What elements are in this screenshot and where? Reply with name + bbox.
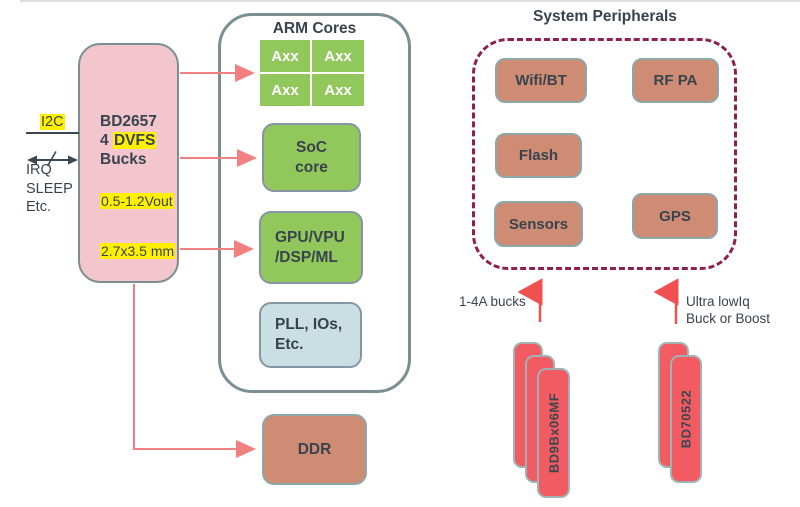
bucks-chip-front: BD9Bx06MF (537, 368, 570, 498)
flash-block: Flash (495, 133, 582, 178)
i2c-label: I2C (40, 114, 65, 130)
arm-core-cell: Axx (260, 40, 310, 72)
slide-top-border (20, 0, 800, 2)
vout-spec: 0.5-1.2Vout (100, 193, 174, 209)
ultra-lowiq-label: Ultra lowIq Buck or Boost (686, 294, 771, 326)
arm-core-cell: Axx (312, 74, 364, 106)
gpu-vpu-dsp-ml-block: GPU/VPU /DSP/ML (259, 211, 363, 284)
rf-pa-block: RF PA (632, 58, 719, 103)
dvfs-highlight: DVFS (112, 132, 157, 149)
arm-cores-title: ARM Cores (272, 20, 357, 37)
arm-core-grid: Axx Axx Axx Axx (260, 40, 364, 106)
soc-core-block: SoC core (262, 123, 361, 192)
pmic-dvfs-line: 4 DVFS (100, 132, 157, 149)
pll-ios-block: PLL, IOs, Etc. (259, 302, 362, 368)
arm-core-cell: Axx (312, 40, 364, 72)
ddr-block: DDR (262, 414, 367, 485)
arm-cores-container (218, 13, 411, 393)
pmic-bucks-line: Bucks (100, 151, 147, 168)
gps-block: GPS (632, 193, 718, 239)
pmic-title: BD2657 4 DVFS Bucks (100, 112, 157, 169)
bucks-chip-label: BD9Bx06MF (546, 392, 561, 474)
wifi-bt-block: Wifi/BT (495, 58, 587, 103)
irq-label: IRQ (26, 162, 52, 178)
etc-label: Etc. (26, 199, 51, 215)
system-peripherals-frame (472, 38, 737, 270)
arm-core-cell: Axx (260, 74, 310, 106)
system-peripherals-title: System Peripherals (533, 8, 677, 25)
ultra-chip-label: BD70522 (678, 389, 694, 449)
signal-list: IRQ SLEEP Etc. (26, 161, 73, 217)
ultra-chip-front: BD70522 (670, 355, 702, 483)
pmic-part-number: BD2657 (100, 113, 157, 130)
bucks-supply-label: 1-4A bucks (459, 294, 526, 309)
sensors-block: Sensors (494, 201, 583, 247)
package-size-spec: 2.7x3.5 mm (100, 243, 176, 259)
sleep-label: SLEEP (26, 180, 73, 197)
